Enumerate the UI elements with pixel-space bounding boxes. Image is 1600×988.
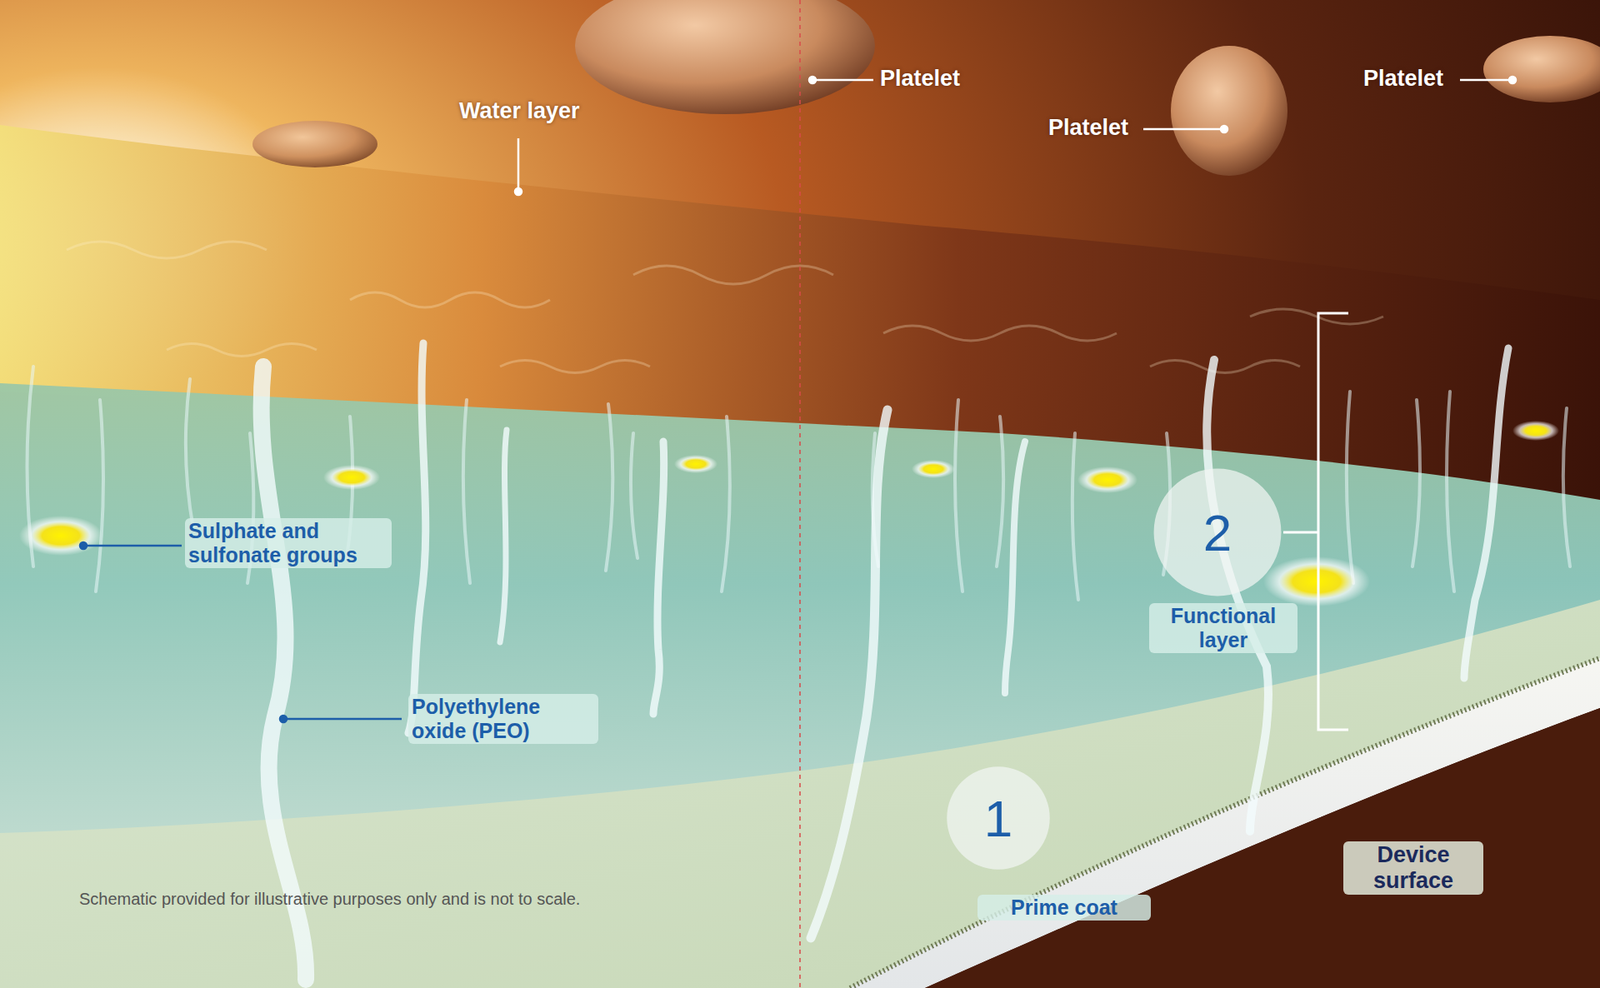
platelet <box>252 120 378 168</box>
bracket <box>1283 313 1349 730</box>
layer-name: Functional layer <box>1149 603 1298 654</box>
platelet <box>1483 35 1600 103</box>
callout-circle: 1Prime coat <box>945 765 1051 871</box>
platelet <box>575 0 875 115</box>
divider-line <box>799 0 801 988</box>
platelet <box>1170 45 1288 176</box>
layer-name: Prime coat <box>977 895 1151 921</box>
part-label: Device surface <box>1343 841 1484 895</box>
leader-lines-blue <box>80 542 402 723</box>
part-label: Water layer <box>459 98 580 125</box>
sulfonate-groups <box>19 420 1560 607</box>
callout-number: 2 <box>1152 467 1283 598</box>
leader-lines <box>515 76 1516 195</box>
part-label: Polyethylene oxide (PEO) <box>408 694 599 745</box>
callout-circle: 2Functional layer <box>1152 467 1283 598</box>
footnote: Schematic provided for illustrative purp… <box>79 890 580 910</box>
part-label: Platelet <box>1363 65 1444 92</box>
peo-strands <box>261 343 1509 980</box>
callout-number: 1 <box>945 765 1051 871</box>
part-label: Platelet <box>1048 115 1129 141</box>
part-label: Sulphate and sulfonate groups <box>185 518 392 569</box>
water-ripples <box>66 241 1384 374</box>
device-surface-slab <box>850 658 1600 988</box>
part-label: Platelet <box>880 65 960 92</box>
slab-edge <box>850 658 1600 988</box>
